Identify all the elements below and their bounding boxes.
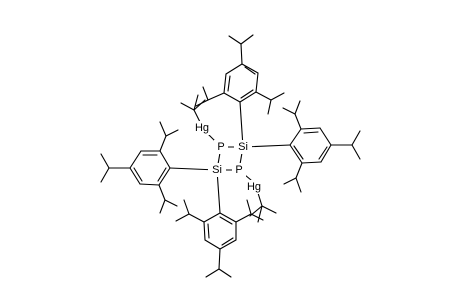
aryl-ring-right [242,100,361,193]
aryl-ring-bottom [175,169,264,278]
aryl-ring-top [195,34,285,148]
mercury-substituents [180,94,277,223]
atom-label-p: P [235,164,242,176]
atom-p-bottom: P [232,163,246,177]
aryl-ring-left [100,121,218,214]
atom-label-hg: Hg [247,181,261,193]
atom-hg-left: Hg [193,121,211,135]
atom-label-si: Si [212,164,222,176]
atom-hg-right: Hg [245,180,263,194]
atom-si-bottom: Si [208,163,226,177]
atom-label-hg: Hg [195,122,209,134]
atom-si-top: Si [234,140,252,154]
atom-p-top: P [214,140,228,154]
atom-label-si: Si [238,141,248,153]
atom-label-p: P [217,141,224,153]
